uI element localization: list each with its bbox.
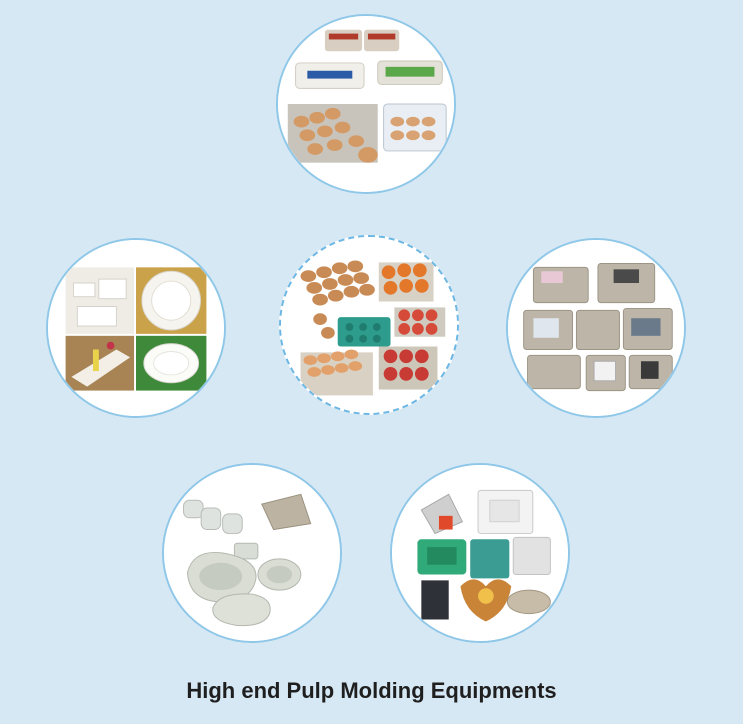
premium-packaging-image [390, 463, 570, 643]
egg-fruit-trays-image [279, 235, 459, 415]
medical-products-image [162, 463, 342, 643]
industrial-packaging-image [506, 238, 686, 418]
egg-cartons-image [276, 14, 456, 194]
tableware-image [46, 238, 226, 418]
page-caption: High end Pulp Molding Equipments [186, 678, 557, 703]
